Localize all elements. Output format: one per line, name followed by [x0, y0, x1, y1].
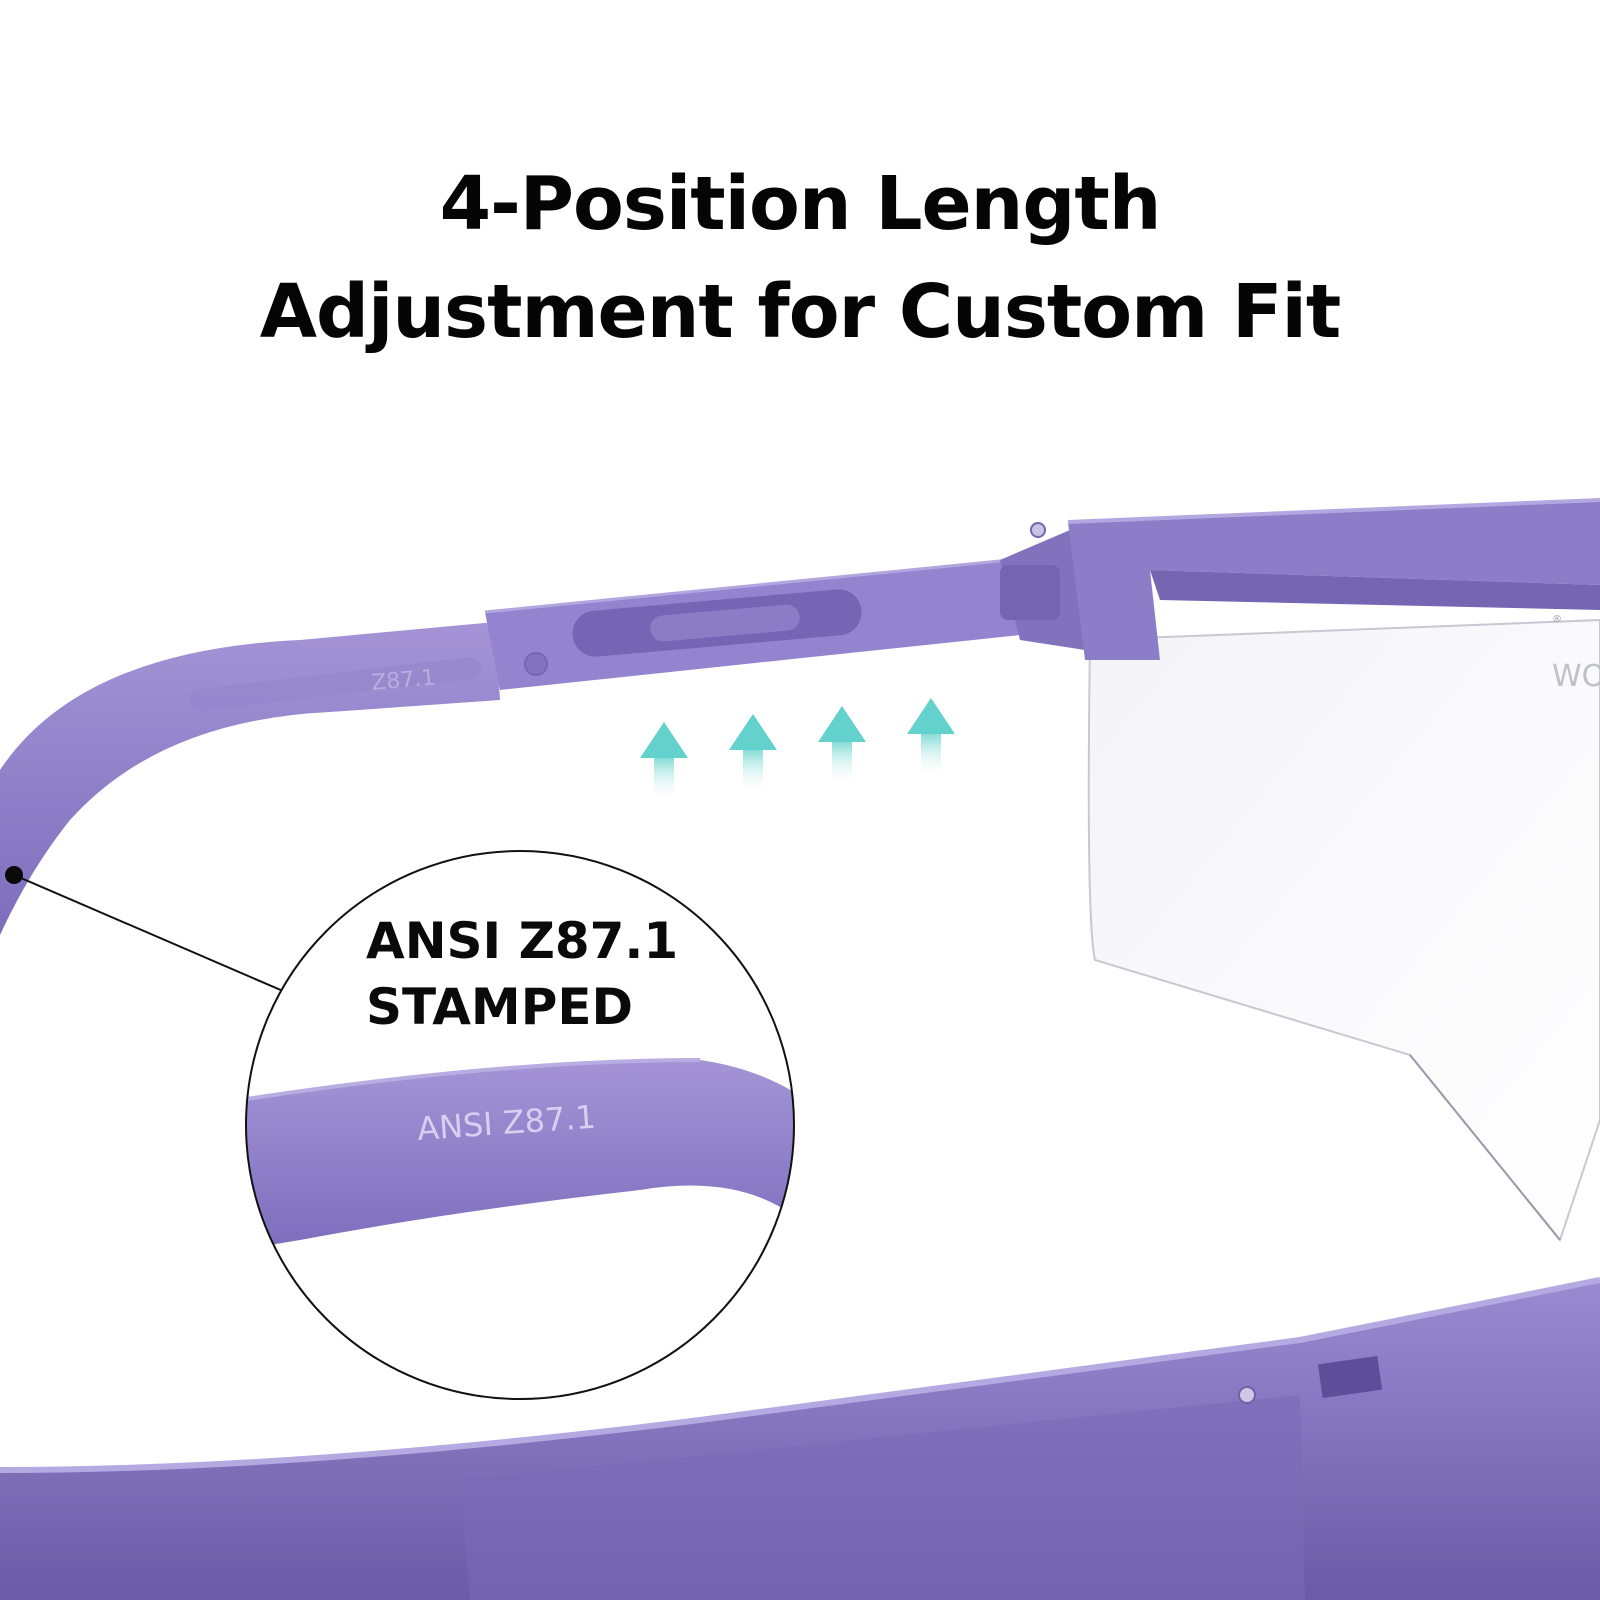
temple-stamp: Z87.1	[370, 665, 436, 695]
headline-line-2: Adjustment for Custom Fit	[259, 269, 1342, 355]
up-arrow-icon	[640, 722, 688, 802]
zoom-circle: ANSI Z87.1	[245, 850, 795, 1400]
headline: 4-Position Length Adjustment for Custom …	[0, 150, 1600, 366]
callout-line-1: ANSI Z87.1	[366, 912, 679, 970]
callout-label: ANSI Z87.1 STAMPED	[366, 908, 678, 1040]
callout-leader	[5, 866, 291, 995]
up-arrow-icon	[818, 706, 866, 786]
up-arrow-icon	[729, 714, 777, 794]
lower-frame	[0, 1277, 1600, 1600]
headline-line-1: 4-Position Length	[439, 161, 1162, 247]
callout-line-2: STAMPED	[366, 978, 633, 1036]
lens	[1087, 618, 1600, 1243]
position-arrows	[640, 698, 955, 802]
registered-mark: ®	[1552, 614, 1562, 625]
length-adjuster	[484, 558, 1020, 696]
brand-fragment: WO	[1552, 659, 1600, 694]
up-arrow-icon	[907, 698, 955, 778]
upper-hinge: ® WO	[1000, 498, 1600, 694]
upper-temple-arm: Z87.1	[0, 622, 500, 935]
